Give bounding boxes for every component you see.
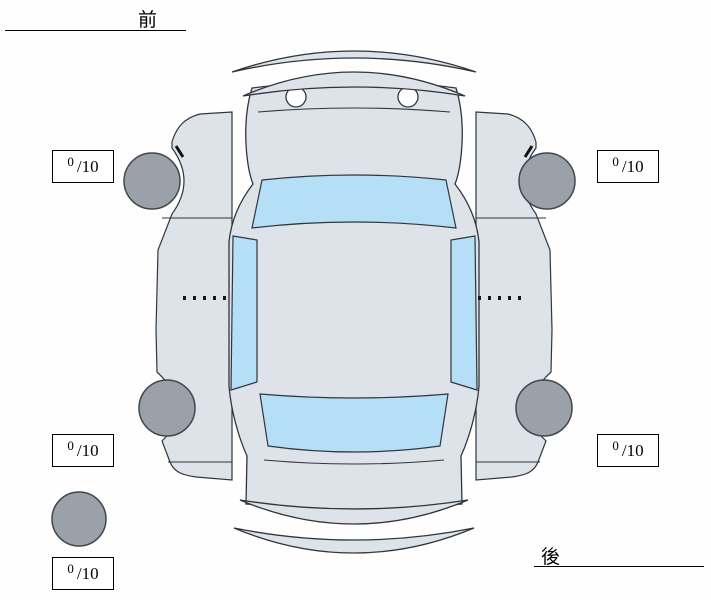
side-window-right-glass [450, 235, 478, 391]
tire-score-rear-right-max: /10 [621, 440, 644, 460]
tire-score-front-left-value: 0 [67, 153, 74, 169]
tire-rear-right-icon [515, 379, 573, 437]
tire-score-rear-left-value: 0 [67, 437, 74, 453]
front-right-fender-mark [523, 145, 534, 158]
tire-score-rear-right-value: 0 [612, 437, 619, 453]
front-bumper [242, 71, 466, 97]
tire-rear-left-icon [138, 379, 196, 437]
tire-score-front-right-max: /10 [621, 156, 644, 176]
rear-bumper [239, 499, 469, 525]
tire-score-front-right: 0/10 [597, 150, 659, 183]
hood-seam-line [257, 107, 451, 113]
front-spoiler-strip [231, 50, 477, 73]
front-underline [5, 30, 186, 31]
tire-score-rear-left-max: /10 [76, 440, 99, 460]
front-label: 前 [138, 10, 159, 31]
spare-tire-icon [51, 491, 107, 547]
rear-label: 後 [541, 547, 562, 568]
tire-score-rear-left: 0/10 [52, 434, 114, 467]
tire-score-spare-max: /10 [76, 563, 99, 583]
tire-score-front-left-max: /10 [76, 156, 99, 176]
side-window-left-glass [230, 235, 258, 391]
rear-window-glass [259, 393, 449, 453]
tire-score-front-left: 0/10 [52, 150, 114, 183]
tire-score-spare: 0/10 [52, 557, 114, 590]
tire-front-right-icon [518, 152, 576, 210]
rear-underline [534, 566, 704, 567]
tire-score-spare-value: 0 [67, 560, 74, 576]
tire-front-left-icon [123, 152, 181, 210]
tire-score-front-right-value: 0 [612, 153, 619, 169]
windshield-glass [251, 174, 457, 229]
front-left-fender-mark [174, 145, 185, 158]
rear-lower-strip [233, 527, 475, 554]
trunk-seam-line [263, 459, 445, 465]
tire-score-rear-right: 0/10 [597, 434, 659, 467]
